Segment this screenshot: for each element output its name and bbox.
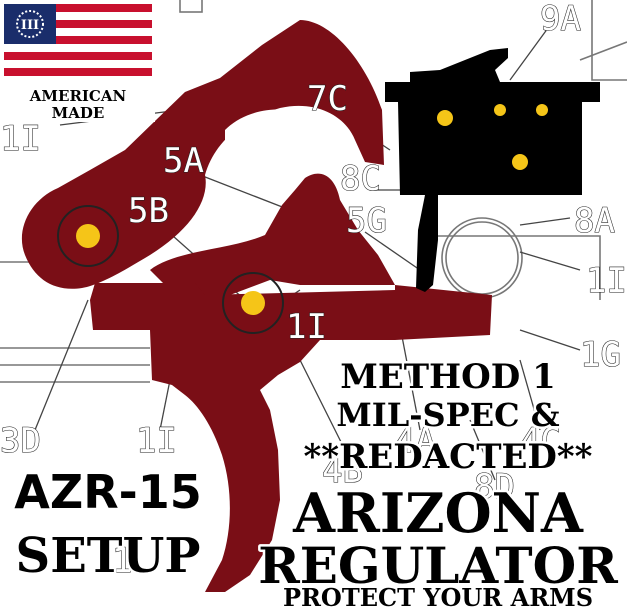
callout-5b: 5B [128,191,169,231]
sear-pin [437,110,453,126]
tagline: PROTECT YOUR ARMS [283,583,593,608]
sear-pin [536,104,548,116]
compat-line-1: MIL-SPEC & [336,396,559,434]
sear-block [385,48,600,292]
product-line-1: AZR-15 [14,465,201,519]
disconnector-arm [150,173,395,300]
callout-1g: 1G [580,335,621,375]
headline-block: METHOD 1 MIL-SPEC & **REDACTED** ARIZONA… [12,355,621,608]
callout-1i: 1I [136,421,177,461]
canton-mark: III [21,18,39,33]
callout-1i: 1I [286,307,327,347]
trigger-part [90,283,492,592]
american-made-badge: III AMERICAN MADE [0,0,155,122]
callout-8a: 8A [574,201,615,241]
callout-4b: 4B [322,451,363,491]
callout-1: 1 [112,541,132,581]
sear-pin [512,154,528,170]
star-ring-icon [16,10,44,38]
brand-line-2: REGULATOR [258,536,618,595]
badge-line-2: MADE [52,104,105,122]
method-title: METHOD 1 [340,357,556,397]
compat-line-2: **REDACTED** [304,437,593,477]
callout-5a: 5A [163,141,204,181]
callout-5g: 5G [346,201,387,241]
callout-4a: 4A [395,421,436,461]
callout-1i: 1I [586,261,627,301]
product-line-2: SETUP [16,528,201,584]
trigger-pin [241,291,265,315]
badge-line-1: AMERICAN [29,87,127,105]
sear-pin [494,104,506,116]
callout-4c: 4C [520,421,561,461]
part-callouts: 9A 7C 1I 5A 8C 5B 5G 8A 1I 1I 1G 3D 1I 4… [0,0,627,582]
callout-8d: 8D [474,467,515,507]
callout-8c: 8C [340,159,381,199]
callout-9a: 9A [540,0,581,39]
callout-3d: 3D [0,421,41,461]
callout-1i: 1I [0,119,41,159]
hammer-pin [76,224,100,248]
hammer-part [21,20,385,289]
spring-outline [441,217,523,299]
callout-7c: 7C [307,79,348,119]
brand-line-1: ARIZONA [292,481,584,545]
